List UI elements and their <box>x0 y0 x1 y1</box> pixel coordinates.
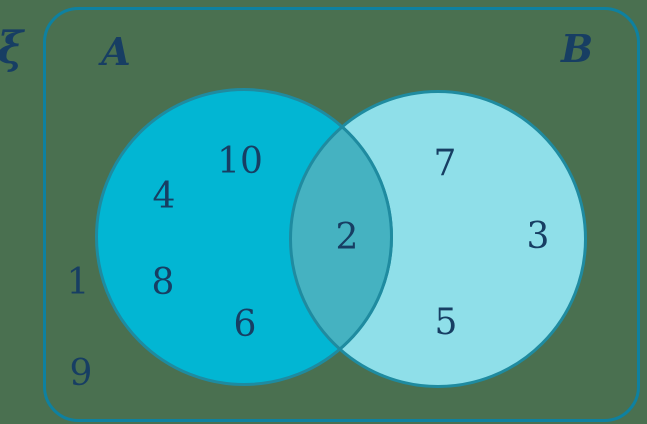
value-b-only: 3 <box>526 216 550 257</box>
value-outside: 9 <box>69 353 93 394</box>
value-b-only: 5 <box>434 302 458 343</box>
universal-set-border <box>43 7 640 422</box>
value-a-only: 10 <box>217 141 263 182</box>
value-intersection: 2 <box>335 217 359 258</box>
value-outside: 1 <box>66 262 90 303</box>
set-b-label: B <box>560 26 594 71</box>
circle-a-arc-overlay <box>290 91 393 386</box>
value-a-only: 4 <box>152 176 176 217</box>
intersection-region <box>289 90 392 385</box>
set-a-label: A <box>101 29 131 74</box>
intersection-fill-shape <box>289 90 392 385</box>
circle-a-arc <box>290 91 393 386</box>
value-a-only: 8 <box>151 262 175 303</box>
universal-set-label: ξ <box>0 27 23 71</box>
value-b-only: 7 <box>433 143 457 184</box>
value-a-only: 6 <box>233 304 257 345</box>
